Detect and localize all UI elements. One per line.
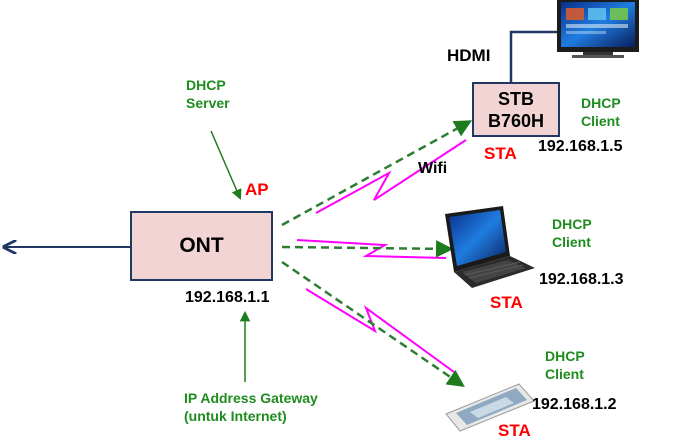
laptop-sta-label: STA	[490, 293, 523, 312]
ont-role-label: AP	[245, 180, 269, 199]
stb-model-line1: STB	[498, 88, 534, 109]
stb-sta-label: STA	[484, 144, 517, 163]
stb-model-line2: B760H	[487, 110, 545, 131]
ont-ip-address: 192.168.1.1	[185, 289, 270, 306]
ont-box: ONT	[130, 211, 273, 281]
phone-sta-label: STA	[498, 421, 531, 440]
smartphone-icon	[445, 383, 535, 432]
radio-zigzag-stb	[315, 139, 467, 214]
stb-box: STB B760H	[472, 82, 560, 137]
stb-dhcp-client-label: DHCP Client	[581, 95, 621, 129]
hdmi-cable	[509, 30, 557, 82]
dhcp-server-pointer	[210, 130, 242, 200]
wifi-link-stb	[281, 120, 473, 227]
laptop-icon	[445, 206, 535, 288]
radio-zigzag-phone	[305, 288, 455, 373]
tv-icon	[557, 0, 639, 58]
dhcp-server-label: DHCP Server	[186, 77, 230, 111]
gateway-label: IP Address Gateway (untuk Internet)	[184, 390, 318, 424]
ont-label: ONT	[179, 234, 224, 257]
phone-dhcp-client-label: DHCP Client	[545, 348, 585, 382]
stb-ip-address: 192.168.1.5	[538, 138, 623, 155]
phone-ip-address: 192.168.1.2	[532, 396, 617, 413]
wifi-label: Wifi	[418, 160, 448, 177]
wifi-link-laptop	[281, 240, 454, 258]
radio-zigzag-laptop	[296, 239, 447, 259]
laptop-dhcp-client-label: DHCP Client	[552, 216, 592, 250]
laptop-ip-address: 192.168.1.3	[539, 271, 624, 288]
wifi-link-phone	[281, 260, 465, 387]
hdmi-label: HDMI	[447, 46, 491, 65]
